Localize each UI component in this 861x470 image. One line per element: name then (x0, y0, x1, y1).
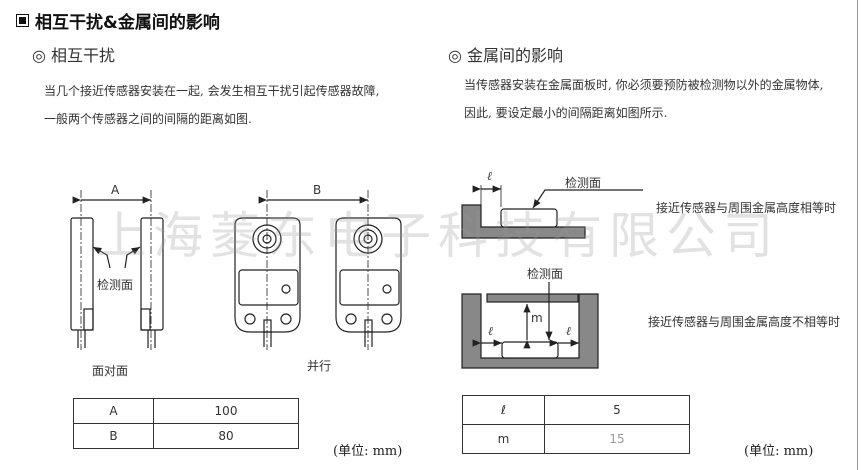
case-unequal-label: 接近传感器与周围金属高度不相等时 (648, 315, 841, 329)
double-circle-icon: ◎ (32, 46, 52, 65)
table-key: B (73, 423, 154, 449)
table-value: 5 (544, 395, 690, 425)
metal-unequal-height-diagram (461, 282, 599, 369)
parallel-sensors (234, 190, 402, 350)
right-heading-text: 金属间的影响 (467, 46, 564, 65)
table-key: A (73, 398, 154, 424)
left-unit-label: (单位: mm) (333, 444, 403, 459)
dim-b-label: B (313, 183, 322, 197)
watermark: 上海菱东电子科技有限公司 (96, 207, 780, 265)
square-bullet-icon (16, 14, 29, 27)
face-to-face-sensors (70, 190, 164, 350)
face-to-face-label: 面对面 (92, 364, 129, 378)
right-paragraph-line2: 因此, 要设定最小的间隔距离如图所示. (464, 106, 668, 120)
left-heading: ◎ 相互干扰 (32, 42, 115, 66)
section-title-text: 相互干扰&金属间的影响 (35, 13, 220, 33)
metal-equal-height-diagram (461, 185, 643, 239)
double-circle-icon: ◎ (448, 46, 468, 65)
table-value: 100 (153, 398, 299, 424)
right-unit-label: (单位: mm) (744, 444, 814, 459)
left-paragraph-line2: 一般两个传感器之间的间隔的距离如图. (44, 112, 252, 126)
l-label-left: ℓ (488, 324, 493, 338)
left-heading-text: 相互干扰 (51, 46, 116, 65)
right-paragraph-line1: 当传感器安装在金属面板时, 你必须要预防被检测物以外的金属物体, (464, 78, 824, 92)
table-value: 80 (153, 423, 299, 449)
sensing-face-label-top: 检测面 (565, 176, 602, 190)
table-key: ℓ (462, 395, 545, 425)
section-title: 相互干扰&金属间的影响 (16, 8, 220, 33)
sensing-face-label-bottom: 检测面 (527, 267, 564, 281)
parallel-label: 并行 (307, 359, 332, 373)
table-key: m (462, 424, 545, 454)
right-heading: ◎ 金属间的影响 (448, 42, 563, 66)
table-value: 15 (544, 424, 690, 454)
case-equal-label: 接近传感器与周围金属高度相等时 (656, 201, 837, 215)
sensing-face-label: 检测面 (97, 278, 134, 292)
l-label-top: ℓ (487, 169, 492, 183)
left-paragraph-line1: 当几个接近传感器安装在一起, 会发生相互干扰引起传感器故障, (44, 84, 380, 98)
m-label: m (531, 311, 543, 325)
dim-a-label: A (111, 183, 120, 197)
l-label-right: ℓ (566, 324, 571, 338)
page-border (857, 0, 858, 470)
